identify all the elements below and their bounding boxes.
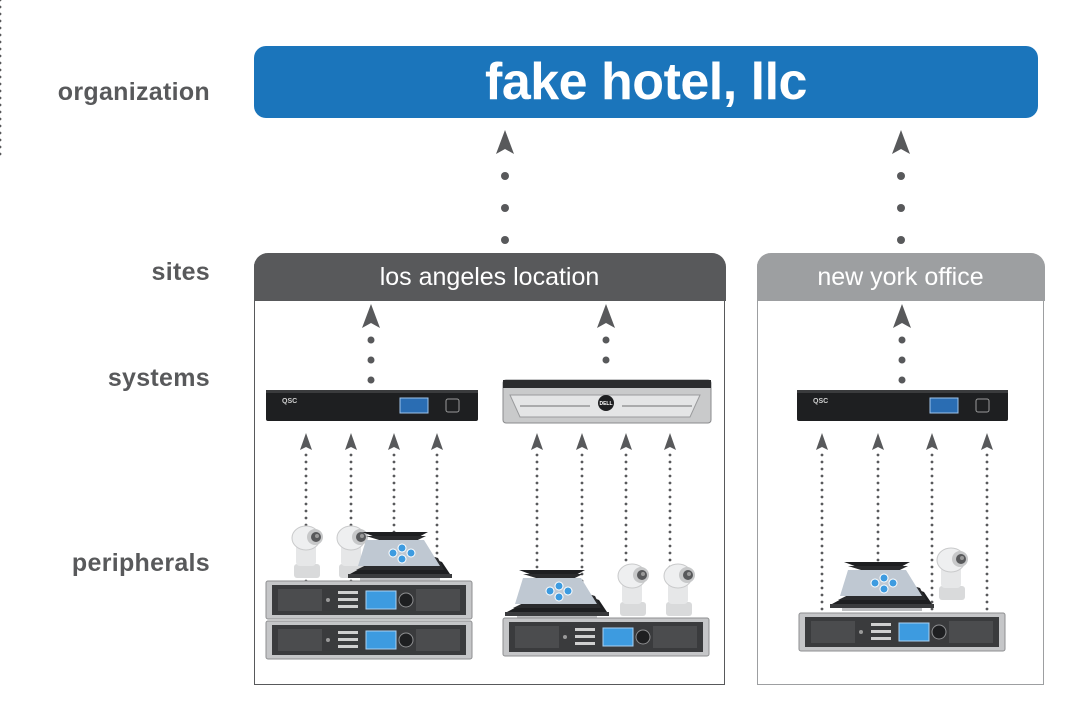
tier-label-peripherals: peripherals xyxy=(71,549,210,577)
connector-peripherals-to-systems xyxy=(0,0,993,611)
touch-panel-icon xyxy=(829,561,935,612)
camera-icon xyxy=(291,525,324,579)
site-header-new-york: new york office xyxy=(756,253,1045,301)
peripherals-la-group-2 xyxy=(502,563,710,657)
peripherals-ny xyxy=(798,547,1006,652)
svg-text:QSC: QSC xyxy=(282,398,297,405)
camera-icon xyxy=(936,547,969,601)
amplifier-icon xyxy=(265,620,473,660)
site-header-los-angeles: los angeles location xyxy=(253,253,726,301)
amplifier-icon xyxy=(502,617,710,657)
amplifier-icon xyxy=(265,580,473,620)
qsc-core-ny[interactable]: QSC xyxy=(797,390,1008,421)
connector-ny-to-org xyxy=(892,130,910,244)
tier-label-organization: organization xyxy=(57,78,210,106)
tier-label-sites: sites xyxy=(151,258,210,286)
organization-bar[interactable]: fake hotel, llc xyxy=(254,46,1038,118)
dell-server[interactable]: DELL xyxy=(502,379,712,424)
connector-system-to-site xyxy=(362,304,911,384)
organization-name: fake hotel, llc xyxy=(485,53,807,111)
qsc-core-la[interactable]: QSC xyxy=(266,390,478,421)
site-name-new-york: new york office xyxy=(817,262,984,291)
connector-la-to-org xyxy=(496,130,514,244)
peripherals-la-group-1 xyxy=(265,525,473,660)
svg-text:QSC: QSC xyxy=(813,398,828,405)
svg-text:DELL: DELL xyxy=(599,401,612,407)
tier-label-systems: systems xyxy=(107,364,210,392)
touch-panel-icon xyxy=(504,569,610,620)
camera-icon xyxy=(617,563,650,617)
amplifier-icon xyxy=(798,612,1006,652)
site-name-los-angeles: los angeles location xyxy=(379,262,600,291)
camera-icon xyxy=(663,563,696,617)
